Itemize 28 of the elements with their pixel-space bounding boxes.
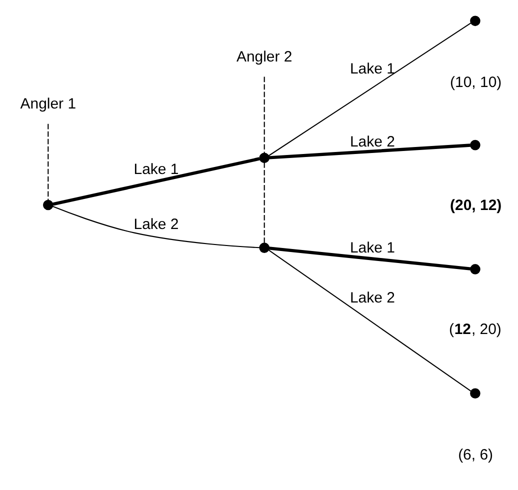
edge-label: Lake 2 [134, 215, 179, 232]
edge-label: Lake 1 [350, 60, 395, 78]
connector [52, 156, 260, 206]
edge-label: Lake 2 [350, 132, 395, 150]
node-label: (12, 20) [448, 320, 502, 338]
node-circle [470, 264, 480, 274]
edge-label: Lake 2 [350, 289, 395, 306]
node-label: (6, 6) [458, 446, 494, 463]
connector [268, 246, 471, 270]
edge-label: Lake 1 [350, 238, 395, 256]
connector [48, 123, 49, 200]
node-text: Angler 1 [20, 94, 76, 112]
node-label: (10, 10) [450, 73, 502, 90]
node-text: Angler 2 [236, 48, 292, 65]
node-circle [470, 388, 480, 398]
node-circle [259, 152, 270, 163]
connector [268, 249, 472, 392]
node-circle [470, 15, 480, 26]
node-circle [259, 242, 270, 252]
connector [264, 162, 265, 242]
edge-label: Lake 1 [134, 160, 179, 178]
connector [264, 76, 265, 153]
node-circle [43, 199, 54, 210]
connector [52, 205, 260, 248]
connector [268, 143, 470, 159]
connector [268, 22, 472, 156]
node-circle [470, 139, 480, 150]
node-label: (20, 12) [450, 196, 502, 214]
